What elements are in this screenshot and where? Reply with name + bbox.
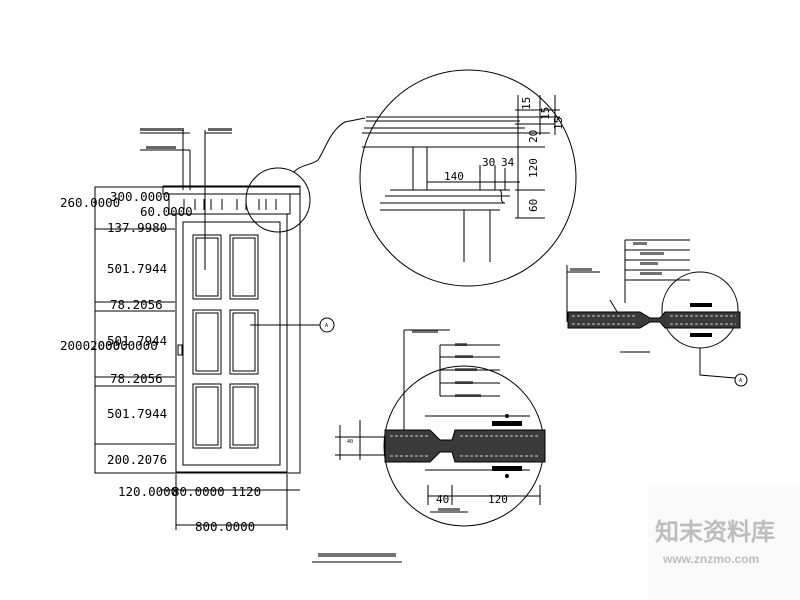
- detail-circle-small: [245, 167, 311, 233]
- small-section-hatch: [567, 303, 741, 337]
- dim-bottom-left: 120.0000: [118, 484, 178, 499]
- panel-dim-40-left: 40: [347, 439, 353, 445]
- dim-top-mid: 300.0000: [110, 189, 170, 204]
- dim-height-5: 78.2056: [110, 371, 163, 386]
- panel-section-detail: [335, 329, 545, 527]
- cornice-dim-140: 140: [444, 170, 464, 183]
- dim-height-3: 78.2056: [110, 297, 163, 312]
- dim-total-height-overlap: 2000.0000: [90, 338, 158, 353]
- cornice-detail: [293, 69, 577, 287]
- callout-a-label: A: [325, 323, 328, 329]
- dim-total-width: 800.0000: [195, 519, 255, 534]
- callout-a-circle: [319, 317, 335, 333]
- callout-a-label-2: A: [739, 378, 742, 384]
- dimension-frame: [94, 186, 301, 474]
- dim-bottom-right: 1120: [231, 484, 261, 499]
- watermark: 知末资料库 www.znzmo.com: [648, 485, 800, 600]
- cornice-detail-circle: [359, 69, 577, 287]
- cornice-dim-15a: 15: [520, 97, 533, 110]
- cornice-dim-120: 120: [527, 158, 540, 178]
- dim-height-6: 501.7944: [107, 406, 167, 421]
- dim-height-1: 137.9980: [107, 220, 167, 235]
- cornice-dim-30: 30: [482, 156, 495, 169]
- dim-top-right: 60.0000: [140, 204, 193, 219]
- dim-bottom-mid: 80.0000: [172, 484, 225, 499]
- watermark-url: www.znzmo.com: [662, 552, 759, 566]
- drawing-title: [312, 553, 402, 563]
- panel-dim-40: 40: [436, 493, 449, 506]
- cornice-dim-15c: 15: [552, 117, 565, 130]
- door-panels: [192, 234, 259, 449]
- dim-height-7: 200.2076: [107, 452, 167, 467]
- cornice-dim-60: 60: [527, 199, 540, 212]
- watermark-logo-text: 知末资料库: [655, 518, 775, 546]
- panel-section-hatch: [384, 414, 546, 478]
- panel-dim-120: 120: [488, 493, 508, 506]
- cornice-dim-15b: 15: [539, 107, 552, 120]
- cornice-dim-34: 34: [501, 156, 515, 169]
- door-elevation: [94, 130, 335, 530]
- callout-a-circle-2: [734, 373, 748, 387]
- door-handle: [177, 344, 183, 356]
- dim-total-height: 2000.0000: [60, 338, 128, 353]
- cornice-dim-20: 20: [527, 130, 540, 143]
- dim-top-left: 260.0000: [60, 195, 120, 210]
- dim-height-4: 501.7944: [107, 333, 167, 348]
- door-leaf: [175, 213, 288, 473]
- dim-height-2: 501.7944: [107, 261, 167, 276]
